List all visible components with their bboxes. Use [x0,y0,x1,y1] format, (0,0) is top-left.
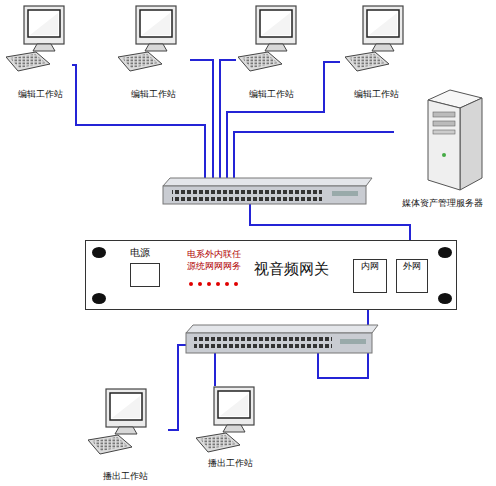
workstation: 编辑工作站 [8,5,72,101]
network-switch [186,325,378,353]
node-label: 编辑工作站 [131,89,176,99]
network-cable [227,62,410,259]
mount-hole [92,247,106,258]
workstation: 编辑工作站 [116,5,190,101]
server-icon [428,90,482,190]
led-caption: 电系外内联任 [187,249,241,259]
node-label: 外网 [403,261,421,271]
node-label: 播出工作站 [103,471,148,481]
node-label: 播出工作站 [208,458,253,468]
port-box: 外网 [396,259,428,293]
status-led [234,282,238,286]
status-led [216,282,220,286]
network-cable [220,60,410,259]
mount-hole [438,247,452,258]
workstation: 编辑工作站 [236,5,306,101]
gateway-panel: 视音频网关 电源内网 外网 电系外内联任源统网网网务 [85,240,457,310]
power-switch [130,263,160,287]
node-label: 内网 [361,261,379,271]
workstation: 播出工作站 [188,386,272,470]
node-label: 电源 [130,247,150,259]
mount-hole [438,293,452,304]
status-led [198,282,202,286]
status-led [189,282,193,286]
node-label: 编辑工作站 [354,89,399,99]
network-cable [72,65,410,259]
workstation-icon [118,6,176,71]
workstation: 编辑工作站 [340,5,412,101]
node-label: 媒体资产管理服务器 [402,198,483,208]
node-label: 编辑工作站 [249,89,294,99]
mount-hole [92,293,106,304]
workstation-icon [6,6,64,71]
led-caption: 源统网网网务 [187,261,241,271]
node-label: 编辑工作站 [18,89,63,99]
device-title: 视音频网关 [254,261,329,278]
workstation-icon [88,389,146,454]
network-cable [168,293,368,430]
port-box: 内网 [353,259,387,293]
workstation-icon [238,6,296,71]
network-switch [163,178,372,204]
workstation-icon [196,387,254,452]
server: 媒体资产管理服务器 [394,88,490,210]
workstation-icon [345,6,403,71]
workstation: 播出工作站 [82,388,168,483]
status-led [225,282,229,286]
network-cable [190,60,410,259]
status-led [207,282,211,286]
power-box: 电源 [126,247,166,289]
